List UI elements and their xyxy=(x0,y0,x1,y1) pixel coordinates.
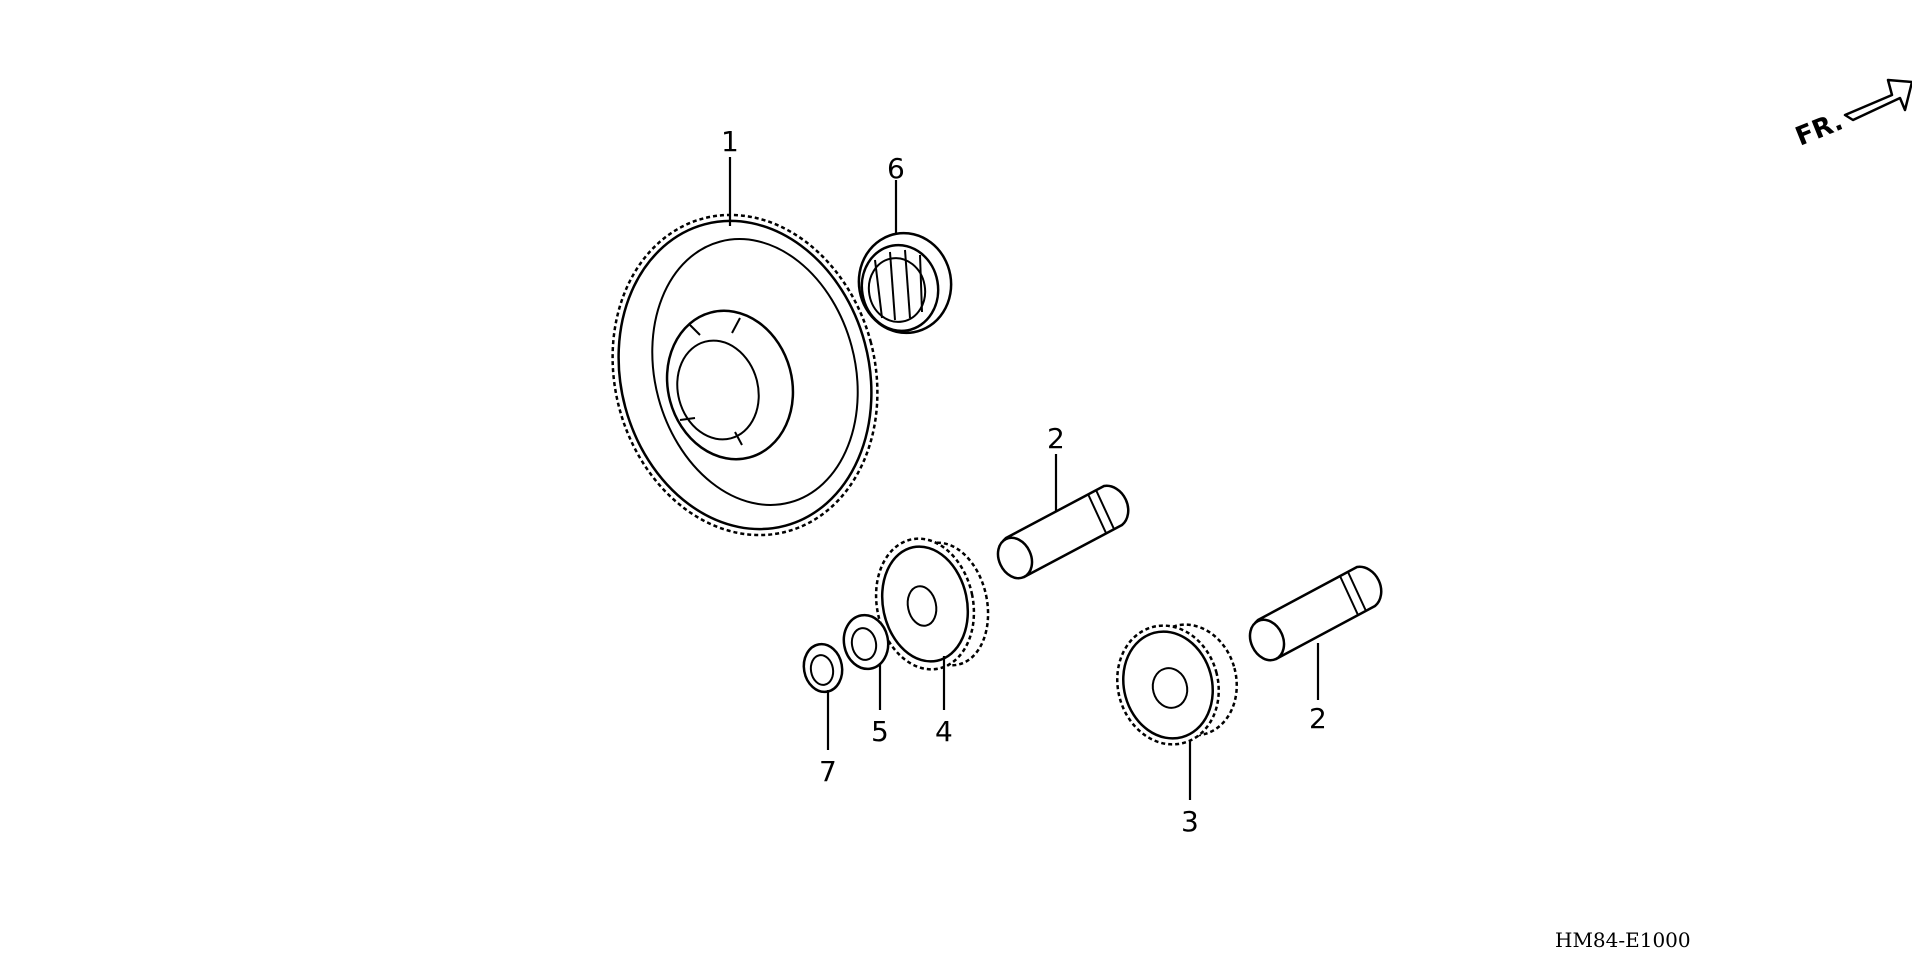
gear-part-3[interactable] xyxy=(1104,614,1249,756)
circlip-part-7[interactable] xyxy=(800,641,846,695)
front-direction-label: FR. xyxy=(1791,107,1847,153)
needle-bearing-part-6[interactable] xyxy=(851,226,959,340)
pin-part-2-upper[interactable] xyxy=(992,484,1130,584)
callout-4: 4 xyxy=(935,715,953,748)
large-gear-part-1[interactable] xyxy=(578,185,913,565)
callout-7: 7 xyxy=(819,755,837,788)
callout-2-upper: 2 xyxy=(1047,422,1065,455)
callout-6: 6 xyxy=(887,152,905,185)
pin-part-2-lower[interactable] xyxy=(1244,565,1383,666)
small-gear-part-4[interactable] xyxy=(864,529,999,678)
washer-part-5[interactable] xyxy=(840,612,893,673)
callout-1: 1 xyxy=(721,125,739,158)
callout-2-lower: 2 xyxy=(1309,702,1327,735)
front-direction-arrow: FR. xyxy=(1791,78,1912,153)
callout-5: 5 xyxy=(871,715,889,748)
callout-3: 3 xyxy=(1181,805,1199,838)
diagram-code: HM84-E1000 xyxy=(1555,928,1691,952)
